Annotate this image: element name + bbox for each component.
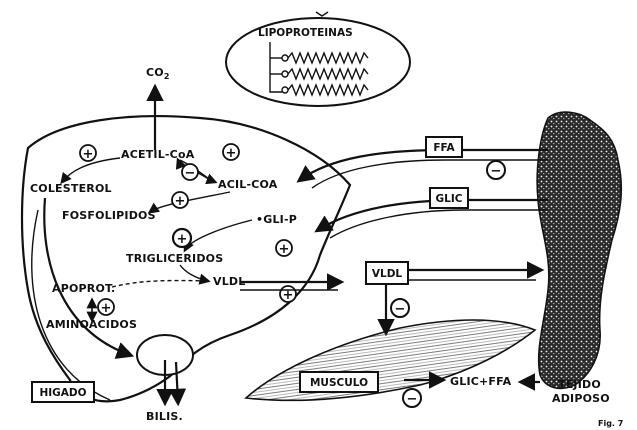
sign-minus-muscle: − [403, 389, 421, 407]
sign-minus-ffa: − [487, 161, 505, 179]
fosfolipidos-label: FOSFOLIPIDOS [62, 209, 156, 222]
sign-minus-acetil: − [182, 164, 198, 181]
glic-flow-arrow-outline [330, 210, 548, 238]
svg-text:FFA: FFA [433, 142, 455, 154]
svg-text:−: − [395, 302, 406, 317]
sign-plus-amino: + [98, 299, 114, 316]
sign-minus-vldl: − [391, 299, 409, 317]
tejido-label: TEJIDO [558, 378, 601, 391]
svg-text:+: + [101, 301, 112, 316]
lipoproteinas-label: LIPOPROTEINAS [258, 27, 353, 39]
gli-p-label: •GLI-P [256, 213, 297, 226]
colesterol-label: COLESTEROL [30, 182, 112, 195]
svg-text:−: − [185, 166, 196, 181]
adiposo-label: ADIPOSO [552, 392, 610, 405]
musculo-shape [246, 320, 535, 400]
svg-text:GLIC: GLIC [436, 193, 463, 205]
ffa-box: FFA [426, 137, 462, 157]
glic-box: GLIC [430, 188, 468, 208]
figure-label: Fig. 7 [598, 419, 623, 428]
lipoproteinas-inset: LIPOPROTEINAS [226, 18, 410, 106]
vldl-box: VLDL [366, 262, 408, 284]
svg-text:−: − [491, 164, 502, 179]
sign-plus-acetil-right: + [223, 144, 239, 161]
glic-ffa-label: GLIC+FFA [450, 375, 512, 388]
svg-text:+: + [279, 242, 290, 257]
sign-plus-trig: + [173, 229, 191, 247]
top-mark [316, 12, 328, 16]
svg-text:HIGADO: HIGADO [39, 387, 86, 399]
svg-text:+: + [83, 147, 94, 162]
svg-text:+: + [177, 232, 188, 247]
co2-label: CO2 [146, 66, 170, 81]
acetil-coa-label: ACETIL-CoA [121, 148, 195, 161]
trigliceridos-label: TRIGLICERIDOS [126, 252, 223, 265]
svg-text:−: − [407, 392, 418, 407]
musculo-box: MUSCULO [300, 372, 378, 392]
tejido-adiposo-shape [537, 112, 621, 388]
sign-plus-glip: + [276, 240, 292, 257]
bilis-label: BILIS. [146, 410, 183, 423]
sign-plus-acetil-left: + [80, 145, 96, 162]
sign-plus-vldl-out: + [280, 286, 296, 303]
higado-box: HIGADO [32, 382, 94, 402]
svg-text:VLDL: VLDL [372, 268, 403, 280]
svg-text:MUSCULO: MUSCULO [310, 377, 368, 389]
sign-plus-fosfo: + [172, 192, 188, 209]
svg-text:+: + [226, 146, 237, 161]
svg-text:+: + [175, 194, 186, 209]
acil-coa-label: ACIL-COA [218, 178, 278, 191]
